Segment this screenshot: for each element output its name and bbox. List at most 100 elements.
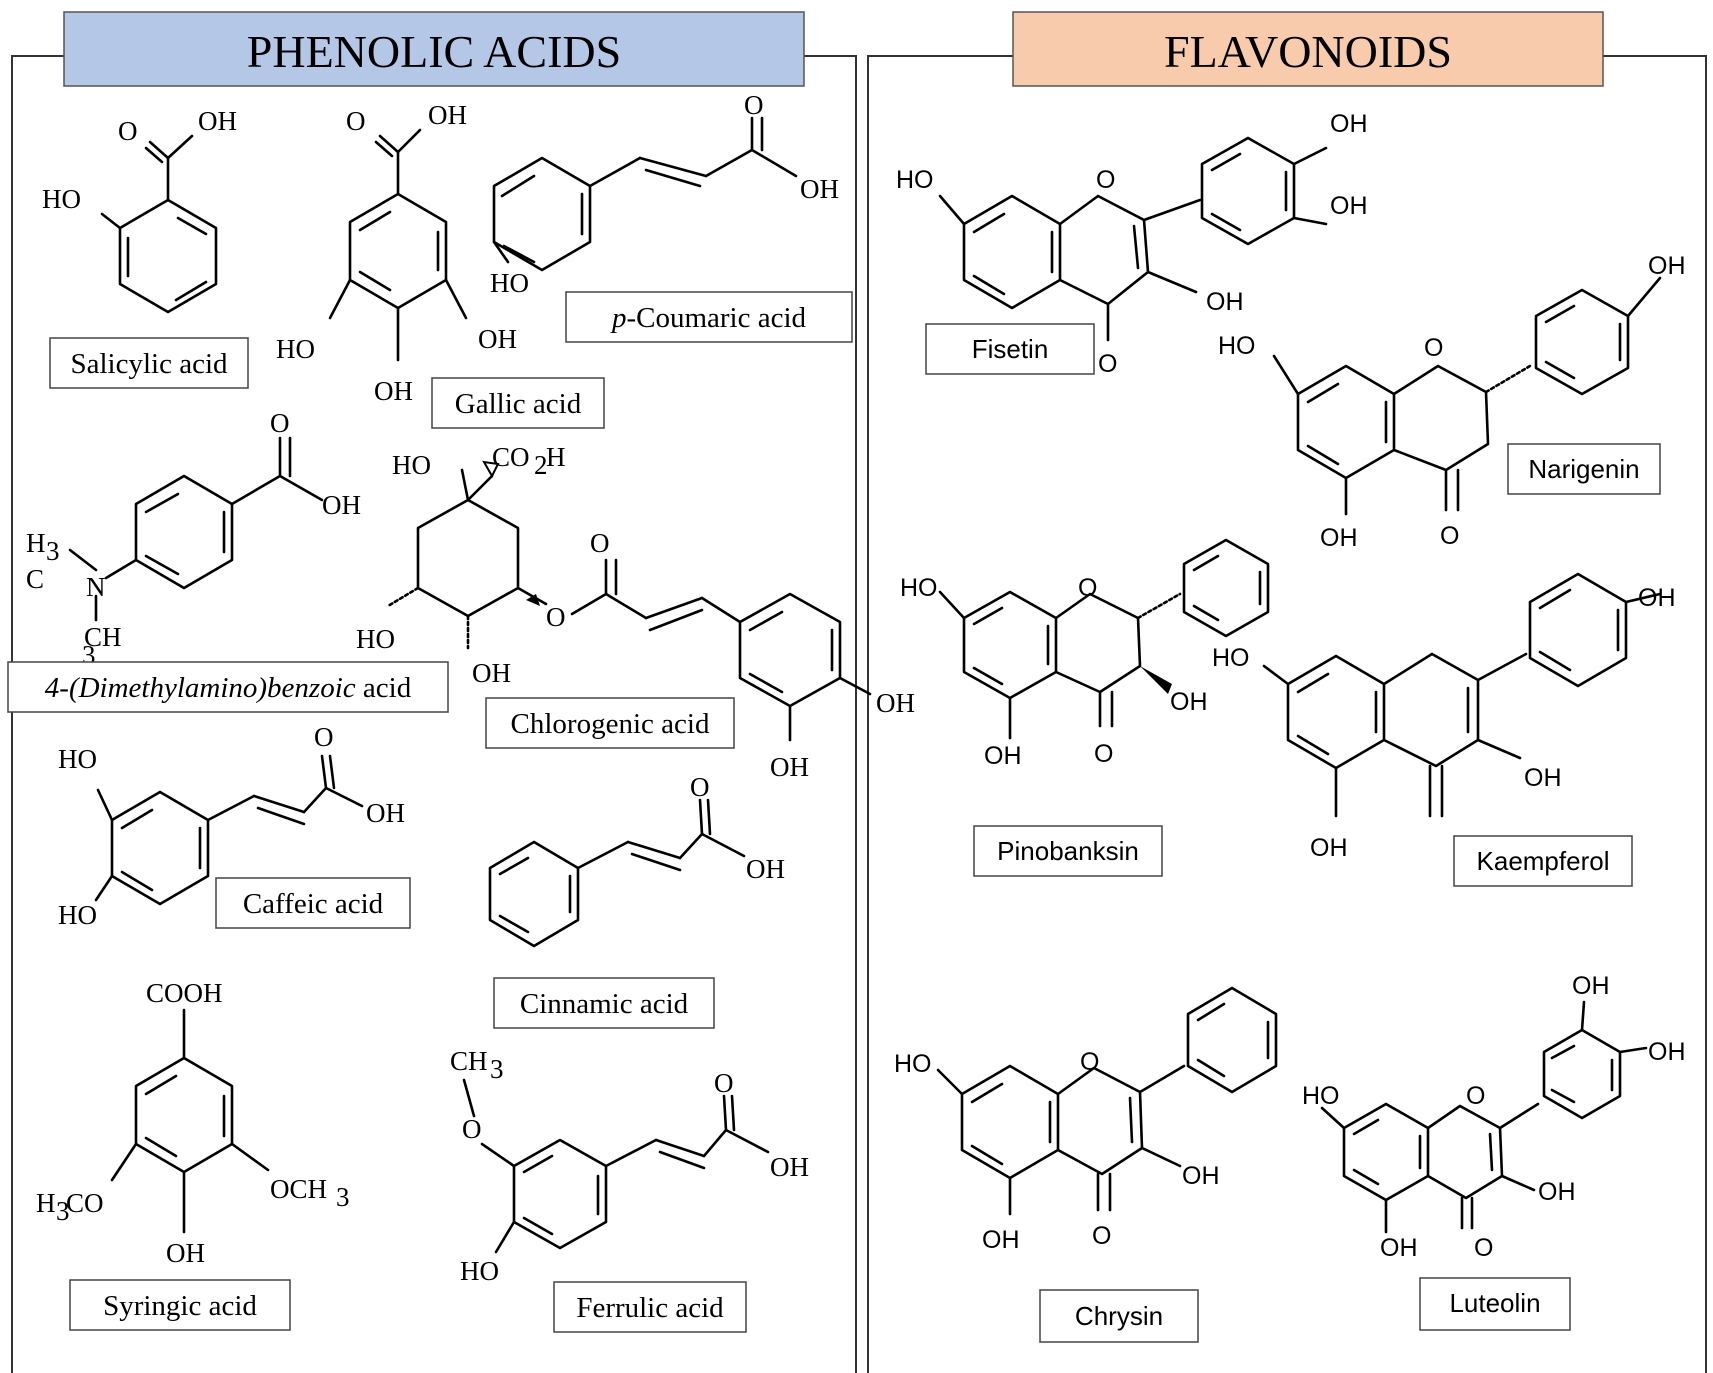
atom-label: 3	[490, 1054, 504, 1084]
atom-label: H	[26, 528, 46, 558]
atom-label: 2	[534, 450, 548, 480]
atom-label: HO	[490, 268, 529, 298]
atom-label: OH	[1330, 110, 1368, 138]
dmab-label: 4-(Dimethylamino)benzoic acid	[7, 661, 449, 713]
atom-label: O	[1096, 166, 1115, 194]
atom-label: O	[1078, 574, 1097, 602]
atom-label: OH	[198, 106, 237, 136]
phenolic-acids-header: PHENOLIC ACIDS	[63, 11, 805, 87]
atom-label: OH	[1524, 764, 1562, 792]
atom-label: OH	[1648, 252, 1686, 280]
atom-label: H	[546, 442, 566, 472]
kaempferol-label: Kaempferol	[1453, 835, 1633, 887]
atom-label: OH	[1182, 1162, 1220, 1190]
atom-label: OH	[478, 324, 517, 354]
cinnamic-acid-label: Cinnamic acid	[493, 977, 715, 1029]
compound-name: Kaempferol	[1477, 846, 1610, 876]
atom-label: OH	[982, 1226, 1020, 1254]
atom-label: O	[1080, 1048, 1099, 1076]
narigenin-structure: HO O OH OH O	[1218, 252, 1686, 552]
atom-label: O	[1094, 740, 1113, 768]
flavonoids-title: FLAVONOIDS	[1164, 26, 1452, 77]
atom-label: O	[462, 1114, 482, 1144]
atom-label: OH	[428, 100, 467, 130]
atom-label: H	[36, 1188, 56, 1218]
atom-label: O	[346, 106, 366, 136]
ferrulic-acid-label: Ferrulic acid	[553, 1281, 747, 1333]
atom-label: C	[26, 564, 44, 594]
atom-label: O	[118, 116, 138, 146]
atom-label: O	[590, 528, 610, 558]
atom-label: HO	[1302, 1082, 1340, 1110]
p-coumaric-acid-structure: O OH HO	[490, 90, 839, 298]
flavonoids-header: FLAVONOIDS	[1012, 11, 1604, 87]
compound-name: Cinnamic acid	[520, 988, 689, 1020]
syringic-acid-structure: COOH H 3 CO OCH 3 OH	[36, 978, 350, 1268]
gallic-acid-label: Gallic acid	[431, 377, 605, 429]
compound-name: Chrysin	[1075, 1301, 1163, 1331]
atom-label: HO	[392, 450, 431, 480]
gallic-acid-structure: O OH HO OH OH	[276, 100, 517, 406]
atom-label: O	[744, 90, 764, 120]
atom-label: OH	[1206, 288, 1244, 316]
atom-label: CH	[450, 1046, 488, 1076]
atom-label: HO	[356, 624, 395, 654]
kaempferol-structure: HO OH OH OH	[1212, 572, 1676, 862]
atom-label: HO	[276, 334, 315, 364]
atom-label: OH	[770, 752, 809, 782]
atom-label: HO	[58, 900, 97, 930]
atom-label: OH	[1648, 1038, 1686, 1066]
salicylic-acid-structure: O OH HO	[42, 106, 237, 314]
atom-label: OH	[984, 742, 1022, 770]
compound-name: Gallic acid	[455, 388, 582, 420]
atom-label: OH	[366, 798, 405, 828]
atom-label: OH	[1320, 524, 1358, 552]
atom-label: HO	[900, 574, 938, 602]
atom-label: O	[1440, 522, 1459, 550]
fisetin-label: Fisetin	[925, 323, 1095, 375]
atom-label: OH	[472, 658, 511, 688]
chrysin-structure: HO O OH OH O	[894, 986, 1278, 1254]
luteolin-label: Luteolin	[1419, 1277, 1571, 1331]
atom-label: O	[1474, 1234, 1493, 1262]
compound-name: Syringic acid	[103, 1290, 257, 1322]
atom-label: O	[1092, 1222, 1111, 1250]
atom-label: O	[714, 1068, 734, 1098]
atom-label: OH	[876, 688, 915, 718]
narigenin-label: Narigenin	[1507, 443, 1661, 495]
syringic-acid-label: Syringic acid	[69, 1279, 291, 1331]
pinobanksin-structure: HO O OH OH O	[900, 538, 1270, 770]
atom-label: COOH	[146, 978, 223, 1008]
atom-label: OH	[1538, 1178, 1576, 1206]
p-coumaric-acid-label: p-Coumaric acid	[565, 291, 853, 343]
luteolin-structure: HO O OH OH OH OH O	[1302, 972, 1686, 1262]
atom-label: OH	[166, 1238, 205, 1268]
atom-label: O	[690, 772, 710, 802]
atom-label: OH	[1380, 1234, 1418, 1262]
atom-label: O	[270, 408, 290, 438]
atom-label: O	[314, 722, 334, 752]
atom-label: HO	[894, 1050, 932, 1078]
atom-label: OH	[1638, 584, 1676, 612]
atom-label: CO	[492, 442, 530, 472]
compound-name: Narigenin	[1528, 454, 1639, 484]
salicylic-acid-label: Salicylic acid	[49, 337, 249, 389]
atom-label: HO	[896, 166, 934, 194]
dmab-structure: O OH N H 3 C CH 3	[26, 408, 361, 670]
atom-label: CO	[66, 1188, 104, 1218]
caffeic-acid-label: Caffeic acid	[215, 877, 411, 929]
compound-name: Ferrulic acid	[576, 1292, 724, 1324]
atom-label: OCH	[270, 1174, 327, 1204]
atom-label: OH	[800, 174, 839, 204]
atom-label: O	[1466, 1082, 1485, 1110]
compound-name: Pinobanksin	[997, 836, 1139, 866]
chlorogenic-acid-label: Chlorogenic acid	[485, 697, 735, 749]
atom-label: OH	[1310, 834, 1348, 862]
atom-label: OH	[322, 490, 361, 520]
pinobanksin-label: Pinobanksin	[973, 825, 1163, 877]
atom-label: HO	[58, 744, 97, 774]
atom-label: 3	[56, 1196, 70, 1226]
atom-label: CH	[84, 622, 122, 652]
caffeic-acid-structure: HO O OH HO	[58, 722, 405, 930]
